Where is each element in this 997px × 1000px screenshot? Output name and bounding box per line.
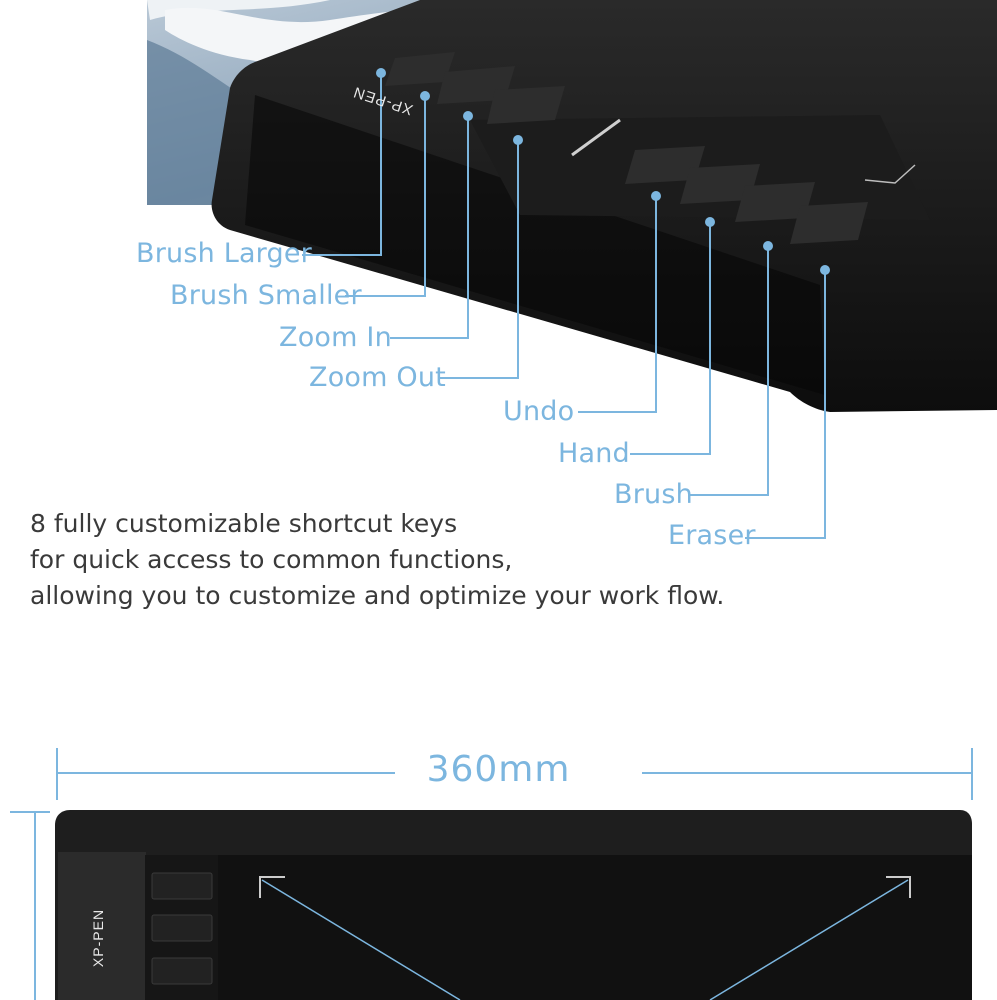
feature-description: 8 fully customizable shortcut keys for q…	[30, 506, 724, 614]
callout-zoom-in: Zoom In	[279, 322, 392, 353]
description-line-3: allowing you to customize and optimize y…	[30, 581, 725, 610]
description-line-2: for quick access to common functions,	[30, 545, 513, 574]
description-line-1: 8 fully customizable shortcut keys	[30, 509, 458, 538]
brand-logo-vertical: XP-PEN	[90, 908, 106, 968]
tablet-top-view	[55, 810, 972, 1000]
callout-undo: Undo	[503, 396, 575, 427]
callout-lines	[302, 73, 826, 539]
callout-eraser: Eraser	[668, 520, 756, 551]
callout-brush-larger: Brush Larger	[136, 238, 312, 269]
express-keys	[385, 52, 868, 244]
width-dimension-line	[10, 748, 973, 1000]
callout-dots	[376, 68, 830, 275]
callout-brush: Brush	[614, 479, 693, 510]
callout-hand: Hand	[558, 438, 630, 469]
width-dimension-label: 360mm	[426, 749, 571, 790]
callout-brush-smaller: Brush Smaller	[170, 280, 362, 311]
callout-zoom-out: Zoom Out	[309, 362, 446, 393]
tablet-angled	[211, 0, 997, 412]
